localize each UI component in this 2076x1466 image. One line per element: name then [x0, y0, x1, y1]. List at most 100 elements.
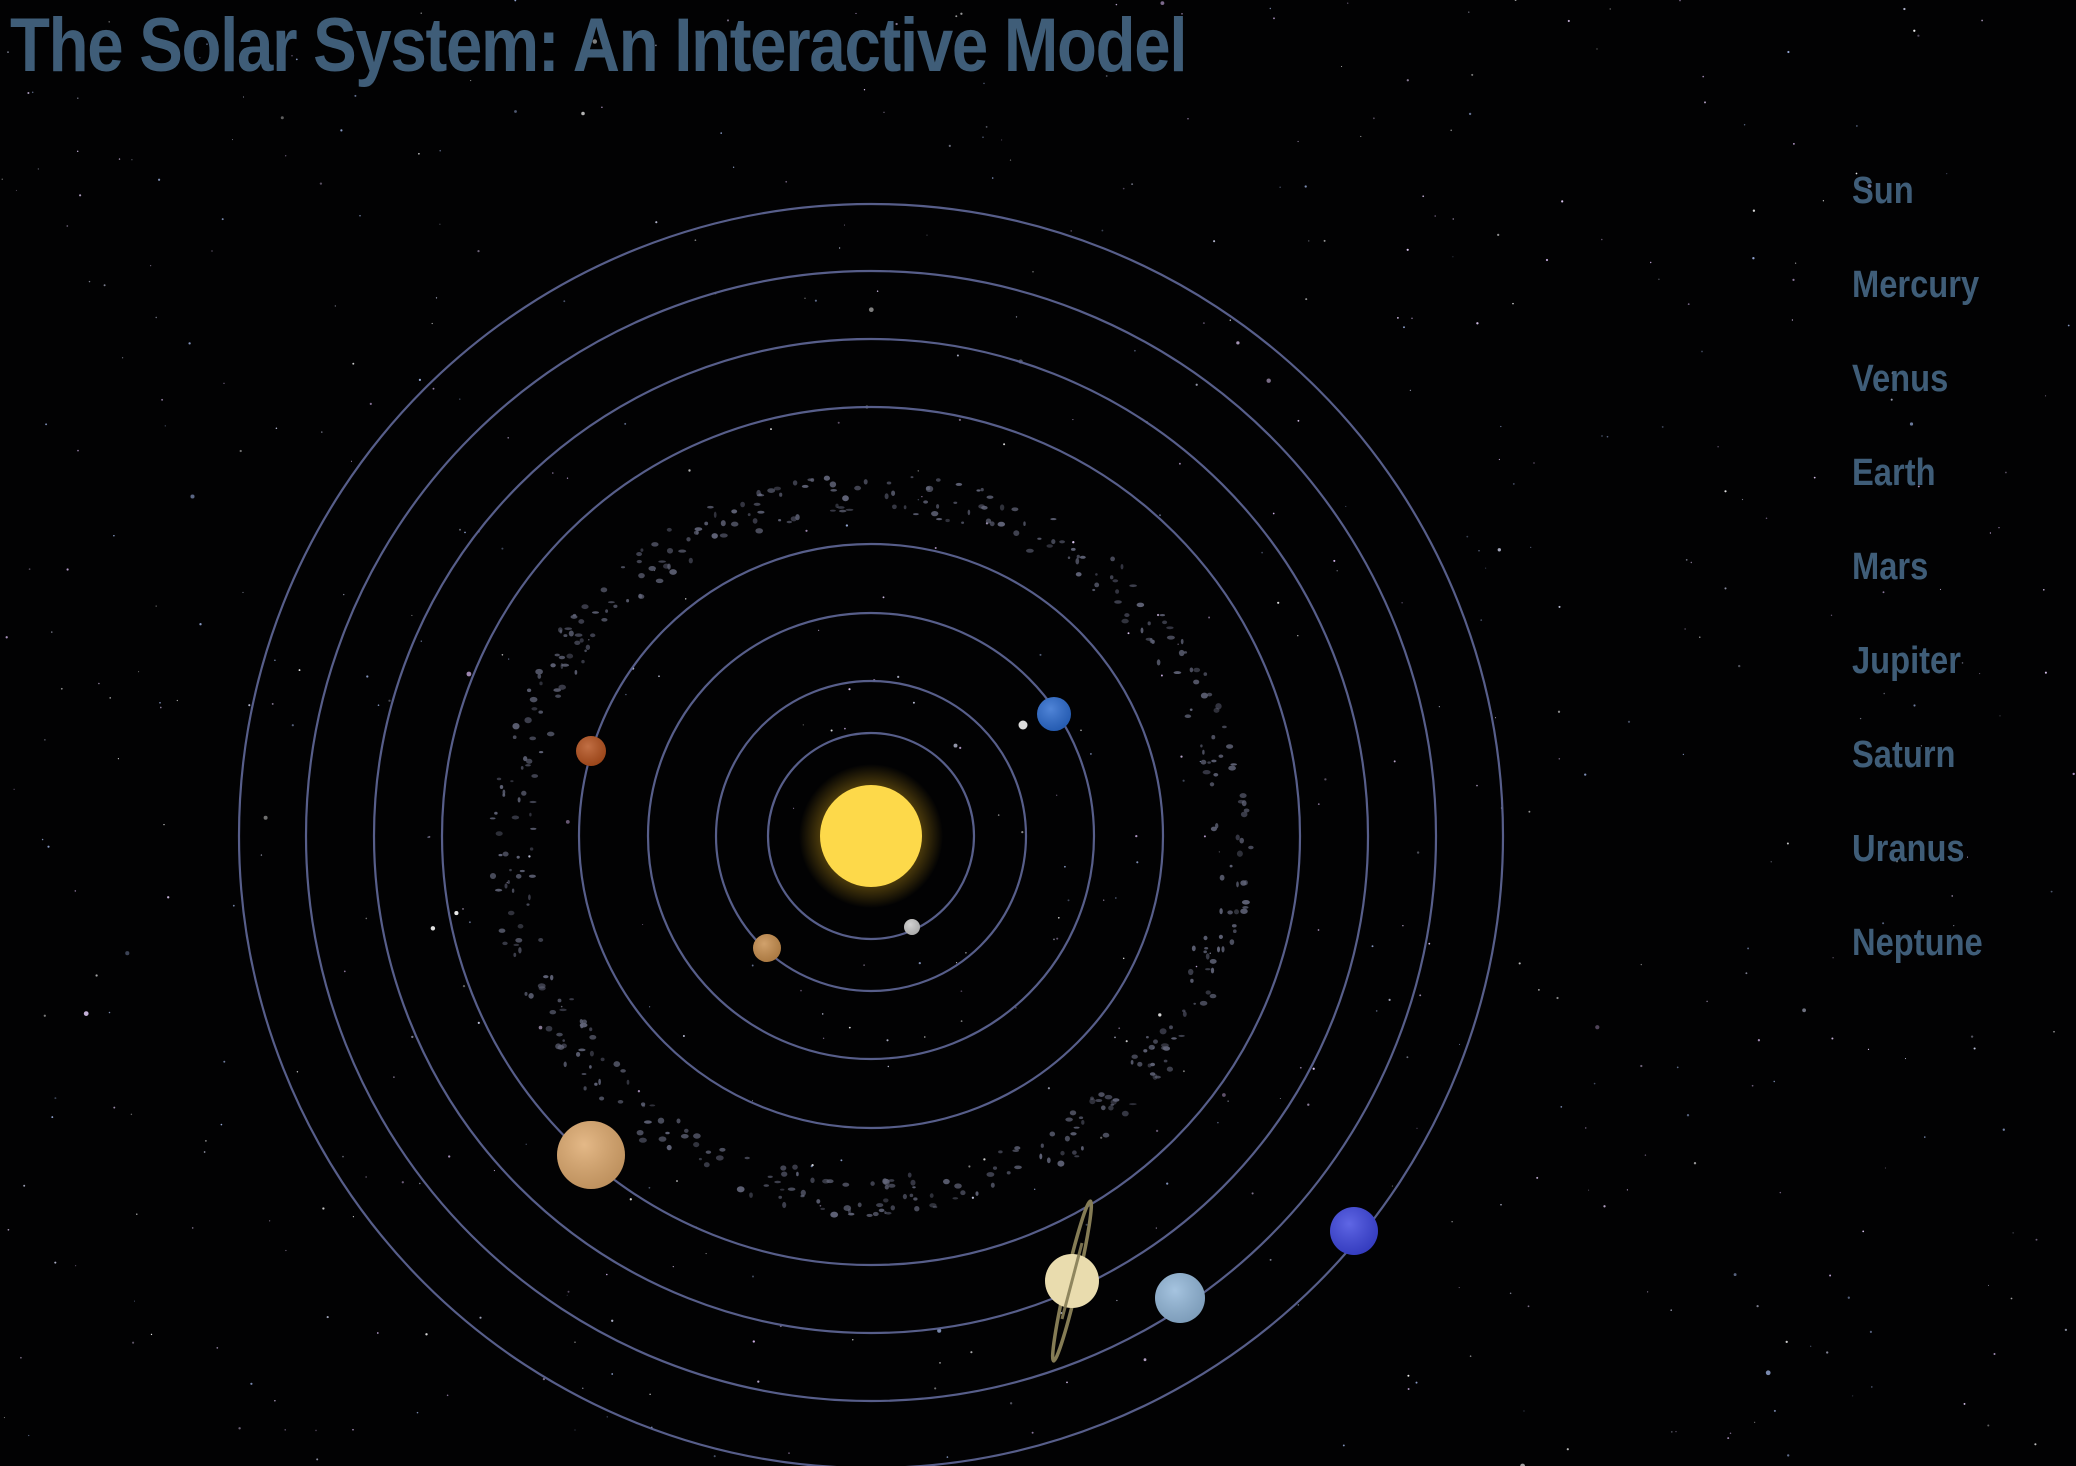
asteroid: [787, 1187, 796, 1191]
asteroid: [526, 688, 532, 693]
star: [845, 524, 849, 527]
star: [1869, 1330, 1872, 1333]
asteroid: [559, 629, 563, 634]
star: [1089, 752, 1092, 755]
star: [1, 178, 3, 180]
star: [1754, 1421, 1756, 1423]
star: [419, 1182, 421, 1185]
star: [1402, 925, 1404, 927]
star: [1277, 601, 1280, 604]
asteroid: [1070, 1132, 1077, 1136]
star: [1785, 1340, 1788, 1344]
asteroid: [1148, 1044, 1155, 1050]
asteroid: [581, 604, 589, 610]
star: [506, 882, 508, 884]
asteroid: [537, 983, 546, 989]
mars[interactable]: [576, 736, 606, 766]
star: [514, 0, 517, 2]
asteroid: [720, 520, 726, 527]
asteroid: [1193, 667, 1201, 673]
menu-item-saturn[interactable]: Saturn: [1852, 734, 1956, 776]
star: [125, 951, 130, 956]
asteroid: [658, 1136, 667, 1142]
menu-item-mercury[interactable]: Mercury: [1852, 264, 1980, 306]
star: [1859, 717, 1862, 720]
menu-item-neptune[interactable]: Neptune: [1852, 922, 1983, 964]
star: [1765, 517, 1768, 519]
asteroid: [1046, 544, 1053, 548]
star: [1890, 398, 1893, 401]
star: [1266, 378, 1271, 383]
star: [1114, 1036, 1116, 1039]
asteroid: [740, 501, 745, 508]
star: [1181, 13, 1183, 15]
star: [611, 1319, 614, 1322]
star: [1182, 779, 1185, 782]
star: [848, 688, 851, 691]
moon[interactable]: [1018, 720, 1028, 730]
star: [1500, 425, 1502, 428]
asteroid: [589, 1050, 594, 1057]
star: [1067, 899, 1070, 902]
asteroid: [526, 758, 533, 764]
menu-item-venus[interactable]: Venus: [1852, 358, 1949, 400]
neptune[interactable]: [1330, 1207, 1378, 1255]
asteroid: [515, 937, 523, 943]
star: [1297, 419, 1300, 422]
asteroid: [502, 789, 506, 795]
star: [420, 640, 422, 642]
earth[interactable]: [1037, 697, 1071, 731]
star: [1411, 317, 1413, 320]
star: [1903, 7, 1906, 11]
asteroid: [912, 513, 919, 516]
uranus[interactable]: [1155, 1273, 1205, 1323]
asteroid: [494, 811, 498, 815]
star: [1279, 1097, 1281, 1100]
menu-item-earth[interactable]: Earth: [1852, 452, 1936, 494]
star: [1406, 248, 1409, 251]
star: [7, 51, 9, 54]
asteroid: [502, 941, 508, 946]
star: [109, 697, 111, 699]
star: [352, 362, 355, 365]
star: [98, 682, 100, 685]
menu-item-sun[interactable]: Sun: [1852, 170, 1914, 212]
star: [1341, 65, 1343, 68]
asteroid: [578, 1048, 586, 1052]
star: [316, 1458, 319, 1461]
asteroid: [952, 1197, 959, 1200]
asteroid: [1189, 667, 1194, 673]
asteroid: [767, 1175, 773, 1179]
menu-item-jupiter[interactable]: Jupiter: [1852, 640, 1961, 682]
star: [1406, 1056, 1409, 1059]
star: [965, 951, 967, 954]
sun[interactable]: [820, 785, 922, 887]
star: [418, 152, 420, 155]
jupiter[interactable]: [557, 1121, 625, 1189]
saturn[interactable]: [1045, 1199, 1099, 1363]
asteroid: [525, 764, 531, 767]
star: [315, 1429, 317, 1432]
mercury[interactable]: [904, 919, 920, 935]
star: [793, 807, 795, 809]
asteroid: [1154, 1075, 1161, 1079]
asteroid: [1112, 579, 1119, 583]
asteroid: [1229, 864, 1233, 868]
asteroid: [936, 517, 943, 521]
asteroid: [1216, 946, 1221, 953]
star: [108, 21, 110, 23]
menu-item-mars[interactable]: Mars: [1852, 546, 1929, 588]
menu-item-uranus[interactable]: Uranus: [1852, 828, 1965, 870]
asteroid: [561, 1043, 567, 1049]
asteroid: [779, 1188, 785, 1191]
asteroid: [531, 774, 539, 778]
venus[interactable]: [753, 934, 781, 962]
asteroid: [999, 504, 1005, 511]
star: [1658, 278, 1660, 281]
asteroid: [749, 1192, 753, 1198]
star: [648, 1186, 651, 1189]
star: [211, 250, 213, 252]
star: [960, 12, 963, 15]
star: [1684, 628, 1686, 630]
star: [223, 382, 225, 384]
